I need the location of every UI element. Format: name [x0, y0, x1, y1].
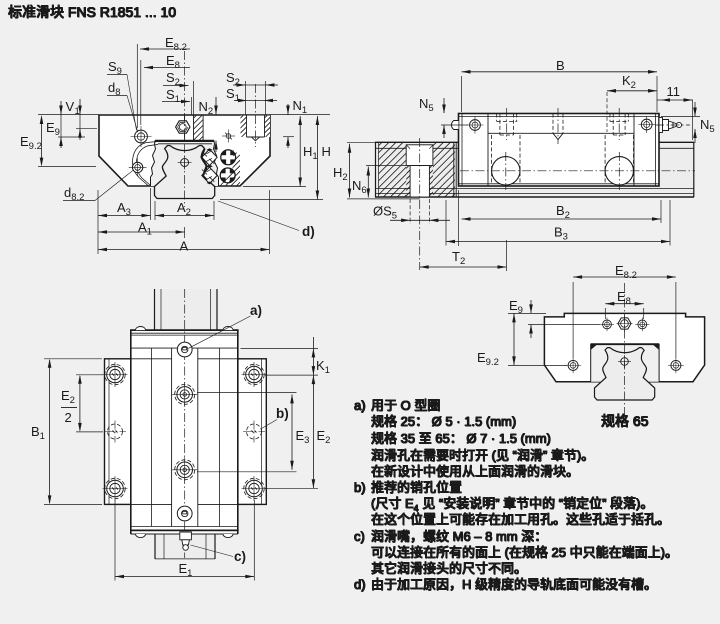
svg-text:N6: N6 [352, 178, 367, 196]
svg-text:b): b) [276, 406, 289, 421]
svg-text:E9.2: E9.2 [477, 350, 499, 368]
svg-text:规格 65: 规格 65 [601, 413, 649, 429]
svg-text:N5: N5 [700, 117, 715, 135]
svg-text:1: 1 [75, 106, 80, 117]
svg-text:E2: E2 [61, 388, 75, 406]
svg-text:E8: E8 [166, 53, 180, 71]
svg-text:E8: E8 [617, 289, 631, 307]
svg-text:S1: S1 [166, 87, 180, 105]
svg-text:B2: B2 [556, 203, 570, 221]
svg-text:2: 2 [65, 410, 72, 425]
svg-text:11: 11 [667, 84, 681, 99]
svg-text:A: A [180, 239, 189, 254]
svg-text:V: V [66, 99, 75, 114]
svg-text:A1: A1 [138, 220, 152, 238]
svg-text:c): c) [234, 549, 246, 564]
svg-text:E9.2: E9.2 [20, 134, 42, 152]
svg-text:B: B [556, 58, 565, 73]
svg-text:H1: H1 [303, 144, 318, 162]
svg-text:K1: K1 [316, 358, 330, 376]
svg-text:B3: B3 [554, 225, 568, 243]
svg-text:K2: K2 [622, 73, 636, 91]
svg-text:E2: E2 [317, 428, 331, 446]
svg-text:H2: H2 [333, 165, 348, 183]
svg-text:d): d) [302, 224, 315, 239]
svg-text:E3: E3 [296, 428, 310, 446]
svg-text:E8.2: E8.2 [615, 263, 637, 281]
svg-text:E9: E9 [46, 120, 60, 138]
svg-text:a): a) [250, 303, 262, 318]
svg-text:S1: S1 [226, 86, 240, 104]
svg-text:B1: B1 [31, 424, 45, 442]
svg-text:N5: N5 [419, 96, 434, 114]
svg-text:N1: N1 [293, 98, 308, 116]
svg-text:H: H [322, 144, 331, 159]
svg-text:E8.2: E8.2 [165, 35, 187, 53]
svg-text:T2: T2 [452, 249, 465, 267]
svg-text:ØS5: ØS5 [373, 204, 397, 222]
svg-text:标准滑块 FNS R1851 ... 10: 标准滑块 FNS R1851 ... 10 [8, 4, 176, 20]
